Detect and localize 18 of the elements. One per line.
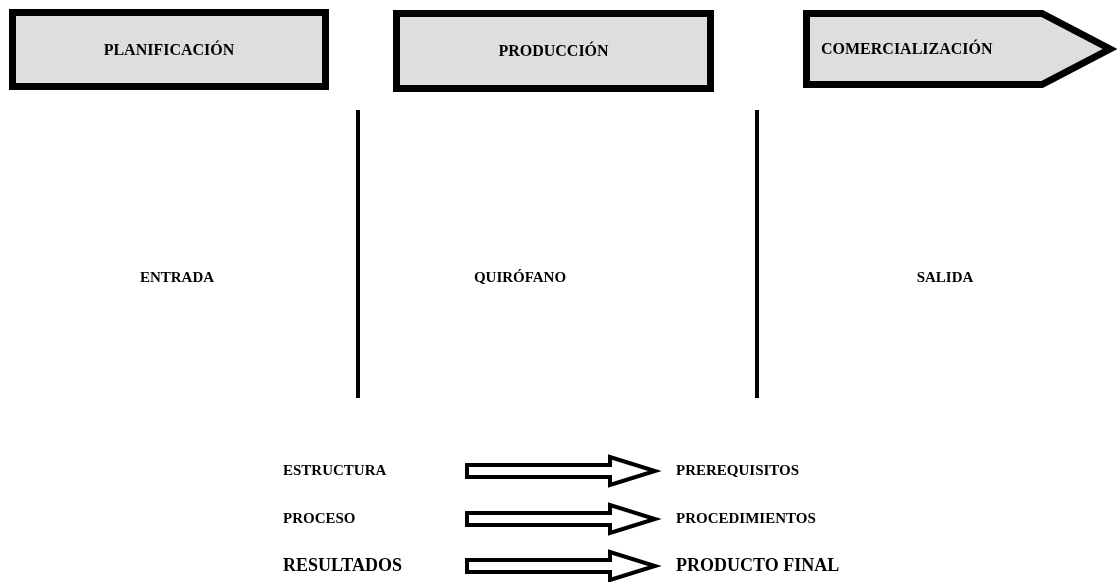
term-text: PREREQUISITOS: [676, 462, 800, 478]
hollow-arrow: [465, 502, 662, 536]
stage-title: COMERCIALIZACIÓN: [821, 38, 993, 59]
stage-box: [9, 9, 329, 90]
hollow-arrow: [465, 454, 662, 488]
stage-box: [393, 10, 714, 92]
section-label: QUIRÓFANO: [472, 268, 568, 287]
term-text: PRODUCTO FINAL: [676, 556, 840, 574]
stage-title: PLANIFICACIÓN: [103, 39, 235, 60]
term-text: RESULTADOS: [283, 556, 403, 574]
hollow-arrow: [465, 549, 662, 582]
term-text: PROCESO: [283, 510, 356, 526]
stage-title: PRODUCCIÓN: [498, 40, 609, 61]
section-label: ENTRADA: [138, 268, 216, 287]
section-label: SALIDA: [915, 268, 975, 287]
term-text: ESTRUCTURA: [283, 462, 387, 478]
arrow-shaped-box: [803, 10, 1117, 88]
term-text: PROCEDIMIENTOS: [676, 510, 816, 526]
